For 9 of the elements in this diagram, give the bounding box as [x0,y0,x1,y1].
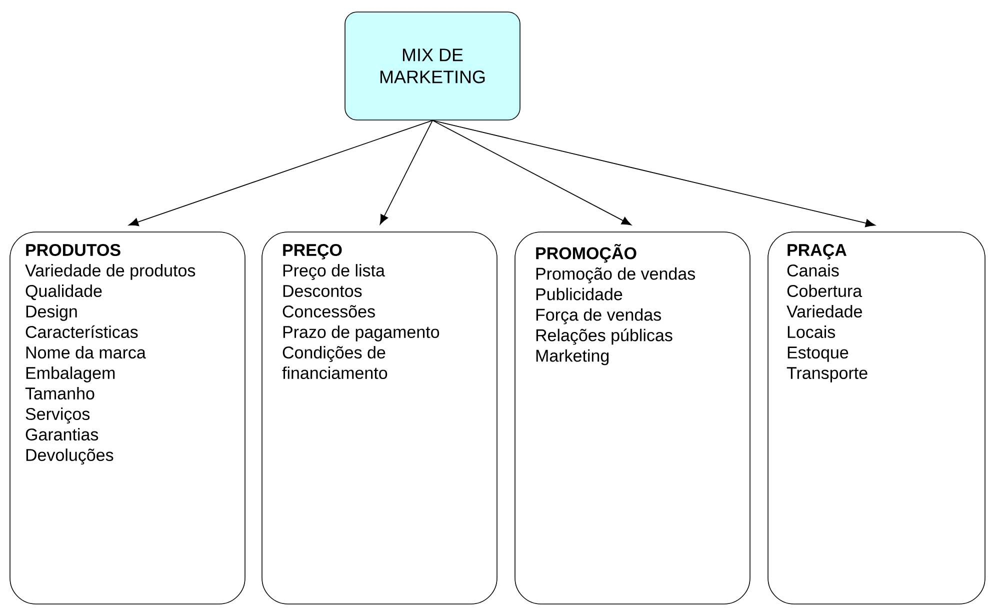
arrow [432,120,876,228]
arrow [128,120,433,226]
arrow [380,120,433,225]
title-box: MIX DE MARKETING [344,12,520,120]
arrow [432,120,632,226]
category-box: PREÇO Preço de lista Descontos Concessões Prazo de pagamento Condições de financiamento [262,232,498,604]
category-box: PROMOÇÃO Promoção de vendas Publicidade Força de vendas Relações públicas Marketing [514,232,750,604]
category-box: PRAÇA Canais Cobertura Variedade Locais Estoque Transporte [768,232,986,604]
category-box: PRODUTOS Variedade de produtos Qualidade Design Características Nome da marca Embalagem Tamanho Serviços Garantias Devoluções [10,232,246,604]
